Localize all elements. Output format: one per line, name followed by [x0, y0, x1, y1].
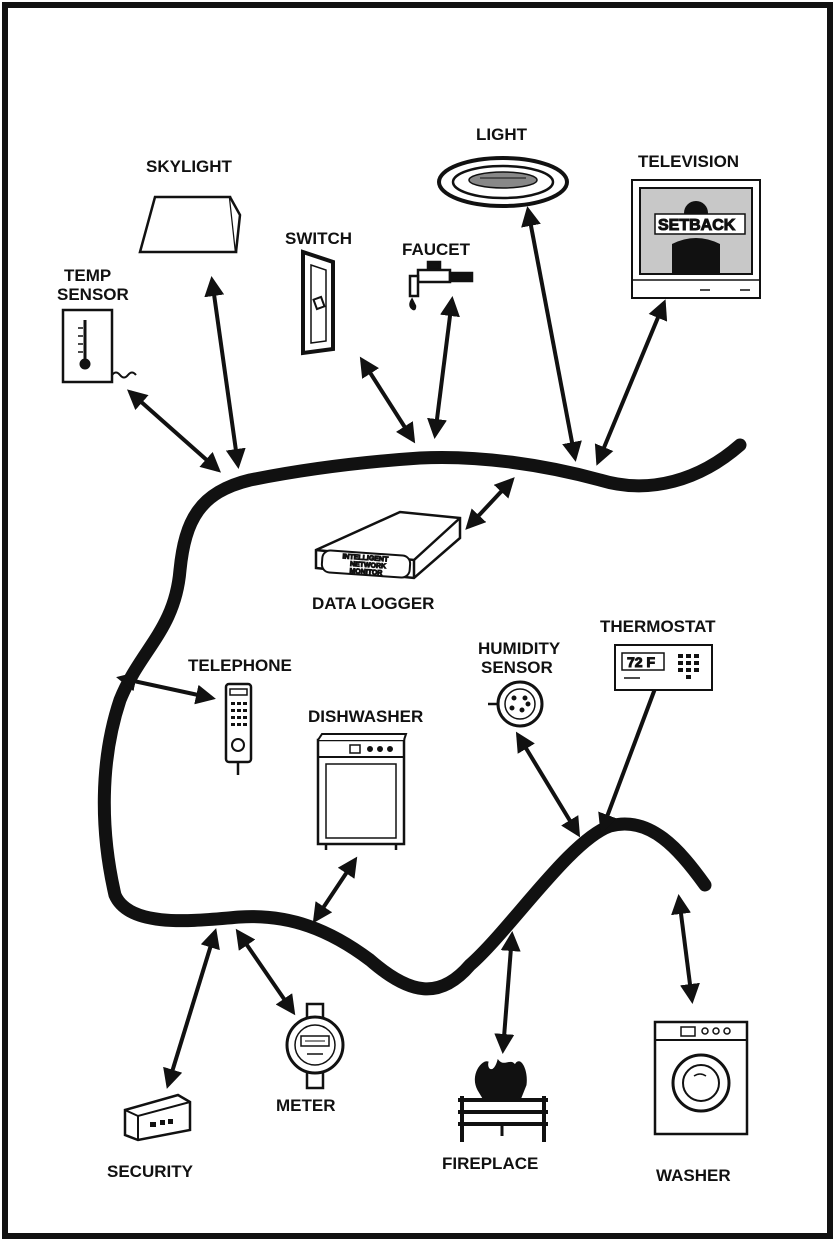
meter-device: METER: [276, 1002, 345, 1115]
connector-thermostat: [598, 666, 666, 834]
faucet-icon: [408, 260, 474, 311]
humidity-label-line1: HUMIDITY: [478, 639, 561, 658]
thermostat-display-text: 72 F: [627, 654, 655, 670]
connector-light: [521, 206, 582, 462]
dishwasher-label: DISHWASHER: [308, 707, 423, 726]
security-device: SECURITY: [107, 1093, 194, 1181]
humidity-sensor-icon: [488, 680, 544, 728]
humidity-label-line2: SENSOR: [481, 658, 553, 677]
network-bus: [97, 438, 747, 996]
logger-text-line3: MONITOR: [349, 568, 382, 577]
connector-washer: [671, 894, 700, 1004]
humidity-sensor-device: HUMIDITY SENSOR: [478, 639, 561, 728]
security-label: SECURITY: [107, 1162, 194, 1181]
thermostat-icon: 72 F: [614, 644, 713, 691]
switch-label: SWITCH: [285, 229, 352, 248]
connector-skylight: [204, 276, 246, 469]
data-logger-device: INTELLIGENT NETWORK MONITOR DATA LOGGER: [312, 510, 462, 613]
skylight-label: SKYLIGHT: [146, 157, 233, 176]
thermometer-icon: [61, 308, 137, 384]
meter-icon: [285, 1002, 345, 1090]
thermostat-label: THERMOSTAT: [600, 617, 716, 636]
fireplace-label: FIREPLACE: [442, 1154, 538, 1173]
data-logger-label: DATA LOGGER: [312, 594, 434, 613]
faucet-device: FAUCET: [402, 240, 474, 311]
connector-data-logger: [465, 477, 515, 530]
telephone-device: TELEPHONE: [188, 656, 292, 775]
connectors: [116, 206, 700, 1089]
dishwasher-icon: [316, 733, 408, 850]
skylight-icon: [138, 195, 242, 254]
faucet-label: FAUCET: [402, 240, 471, 259]
connector-telephone: [116, 671, 216, 705]
washer-label: WASHER: [656, 1166, 731, 1185]
connector-meter: [235, 928, 296, 1016]
television-label: TELEVISION: [638, 152, 739, 171]
light-label: LIGHT: [476, 125, 528, 144]
fireplace-device: FIREPLACE: [442, 1058, 548, 1173]
connector-security: [163, 928, 220, 1089]
temp-sensor-device: TEMP SENSOR: [57, 266, 137, 384]
meter-label: METER: [276, 1096, 336, 1115]
telephone-icon: [224, 682, 253, 775]
fireplace-icon: [458, 1058, 548, 1142]
television-device: TELEVISION SETBACK: [631, 152, 761, 299]
thermostat-device: THERMOSTAT 72 F: [600, 617, 716, 691]
temp-sensor-label-line1: TEMP: [64, 266, 111, 285]
skylight-device: SKYLIGHT: [138, 157, 242, 254]
tv-screen-text: SETBACK: [658, 217, 736, 234]
connector-television: [594, 299, 668, 466]
logger-text-line2: NETWORK: [350, 561, 387, 571]
security-icon: [123, 1093, 192, 1142]
telephone-label: TELEPHONE: [188, 656, 292, 675]
light-icon: [437, 156, 569, 208]
washer-device: WASHER: [653, 1020, 749, 1185]
connector-switch: [359, 356, 416, 444]
connector-faucet: [427, 296, 460, 439]
connector-fireplace: [494, 931, 521, 1054]
connector-temp-sensor: [127, 389, 221, 473]
switch-icon: [301, 249, 335, 356]
light-device: LIGHT: [437, 125, 569, 208]
television-icon: SETBACK: [631, 179, 761, 299]
connector-dishwasher: [312, 856, 358, 924]
switch-device: SWITCH: [285, 229, 352, 356]
data-logger-icon: INTELLIGENT NETWORK MONITOR: [314, 510, 462, 580]
washer-icon: [653, 1020, 749, 1136]
logger-text-line1: INTELLIGENT: [342, 553, 389, 563]
temp-sensor-label-line2: SENSOR: [57, 285, 129, 304]
dishwasher-device: DISHWASHER: [308, 707, 423, 850]
connector-humidity: [515, 731, 581, 838]
